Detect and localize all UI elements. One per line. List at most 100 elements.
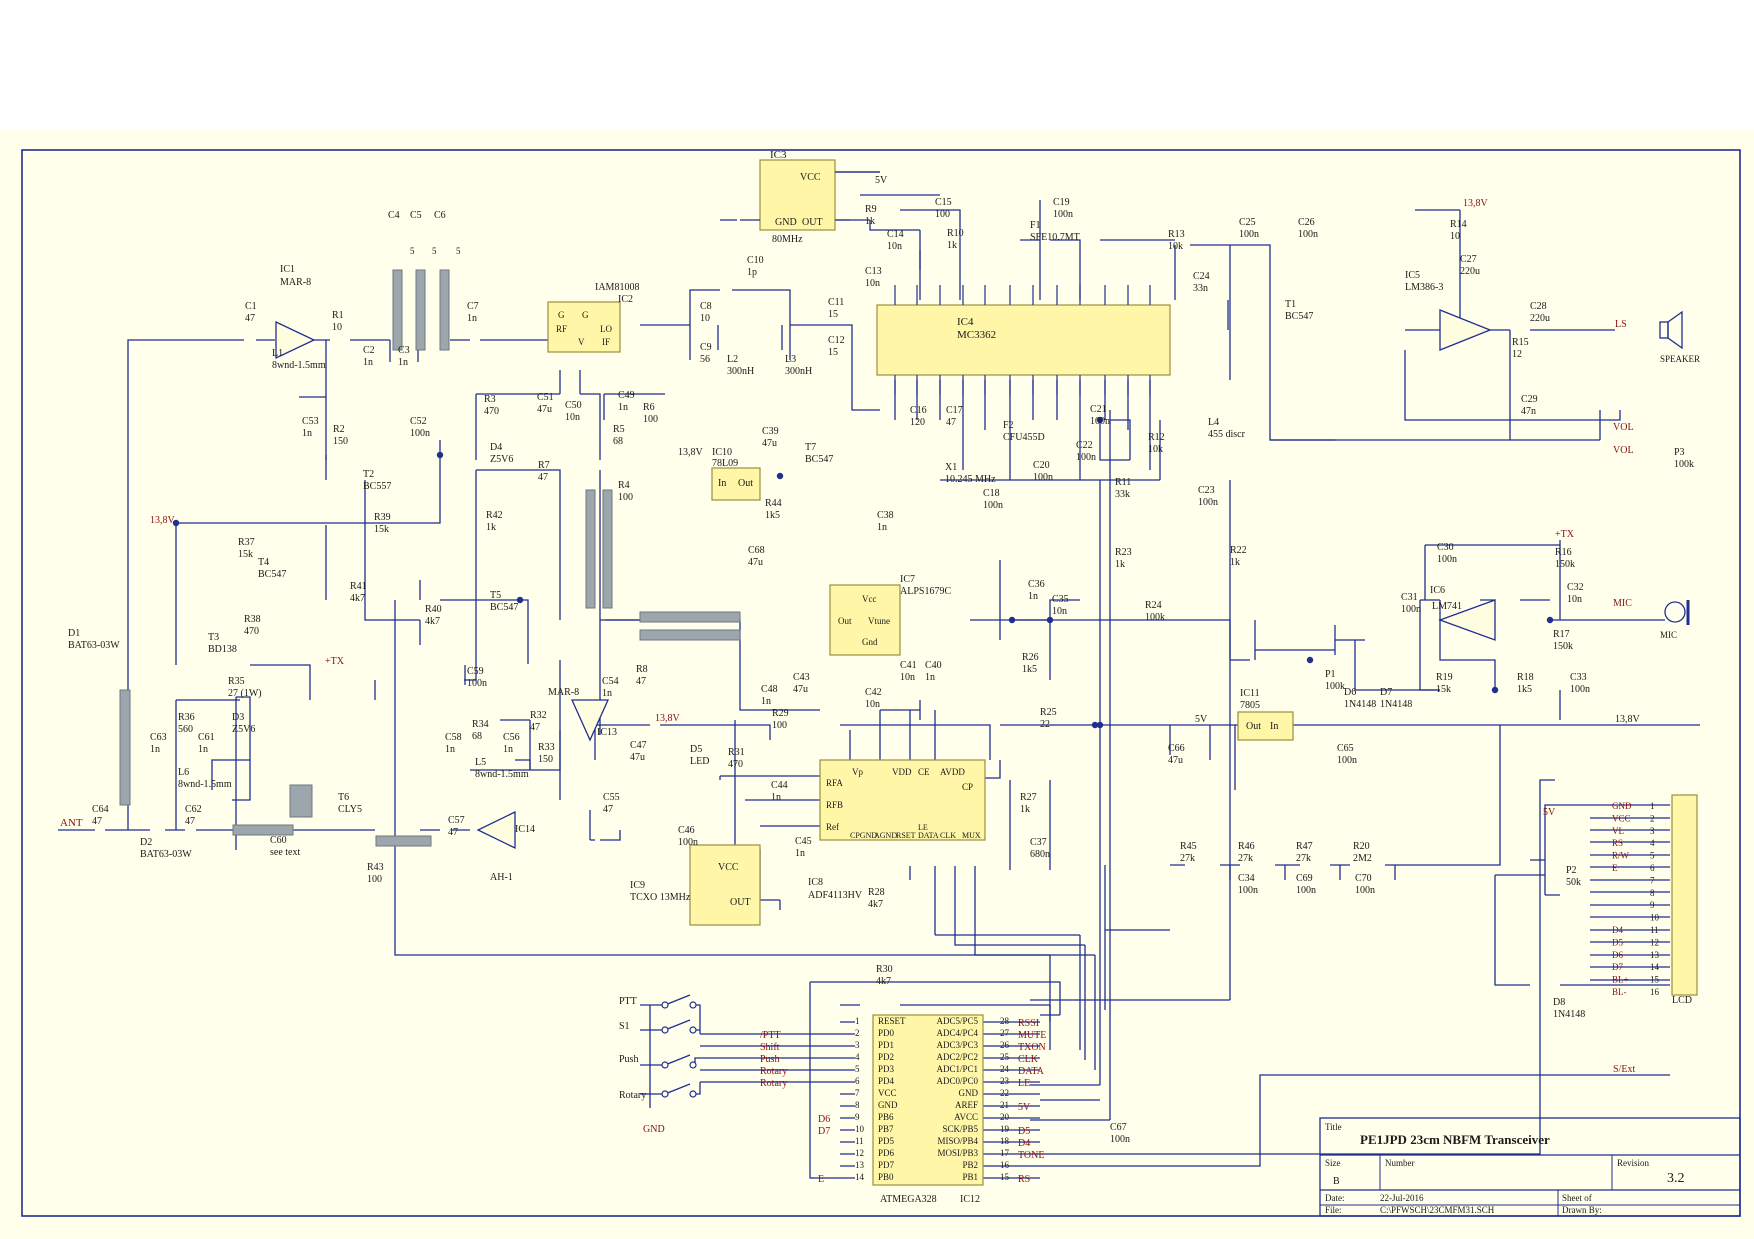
drawn-label: Drawn By: bbox=[1562, 1205, 1602, 1215]
speaker-label: SPEAKER bbox=[1660, 354, 1700, 364]
ref-f2: F2 bbox=[1003, 420, 1014, 431]
ic6-mic-amp: IC6 LM741 bbox=[1430, 585, 1496, 641]
ic7-pin-out: Out bbox=[838, 616, 852, 626]
ref-c4: C4 bbox=[388, 210, 400, 221]
lcd-signal-d6: D6 bbox=[1612, 950, 1623, 960]
ic13-part: MAR-8 bbox=[548, 687, 579, 698]
value-c48: 1n bbox=[761, 696, 771, 707]
value-r12: 10k bbox=[1148, 444, 1163, 455]
ref-r22: R22 bbox=[1230, 545, 1247, 556]
net-sext: S/Ext bbox=[1613, 1064, 1635, 1075]
value-r16: 150k bbox=[1555, 559, 1575, 570]
revision-label: Revision bbox=[1617, 1158, 1650, 1168]
ref-l4: L4 bbox=[1208, 417, 1219, 428]
ref-r29: R29 bbox=[772, 708, 789, 719]
mcu-pin-adc5-pc5: ADC5/PC5 bbox=[936, 1016, 978, 1026]
lcd-pin-number: 12 bbox=[1650, 937, 1659, 947]
ref-r5: R5 bbox=[613, 424, 625, 435]
value-c64: 47 bbox=[92, 816, 102, 827]
value-c34: 100n bbox=[1238, 885, 1258, 896]
ref-c14: C14 bbox=[887, 229, 904, 240]
ref-p2: P2 bbox=[1566, 865, 1577, 876]
value-c8: 10 bbox=[700, 313, 710, 324]
value-c61: 1n bbox=[198, 744, 208, 755]
mcu-net-labels: /PTT Shift Push Rotary Rotary D6 D7 E RS… bbox=[760, 1018, 1046, 1185]
ic8-pin-vdd: VDD bbox=[892, 767, 912, 777]
ref-c23: C23 bbox=[1198, 485, 1215, 496]
ic11-net-5v: 5V bbox=[1195, 714, 1208, 725]
value-c31: 100n bbox=[1401, 604, 1421, 615]
value-r1: 10 bbox=[332, 322, 342, 333]
ref-c6: C6 bbox=[434, 210, 446, 221]
value-t3: BD138 bbox=[208, 644, 237, 655]
value-r47: 27k bbox=[1296, 853, 1311, 864]
ref-r36: R36 bbox=[178, 712, 195, 723]
ref-r14: R14 bbox=[1450, 219, 1467, 230]
mcu-pin-number: 22 bbox=[1000, 1088, 1009, 1098]
ref-r45: R45 bbox=[1180, 841, 1197, 852]
mcu-pin-adc0-pc0: ADC0/PC0 bbox=[936, 1076, 978, 1086]
value-c32: 10n bbox=[1567, 594, 1582, 605]
ic7-pin-gnd: Gnd bbox=[862, 637, 878, 647]
value-t5: BC547 bbox=[490, 602, 518, 613]
value-r10: 1k bbox=[947, 240, 957, 251]
value-l6: 8wnd-1.5mm bbox=[178, 779, 232, 790]
striplines bbox=[119, 269, 741, 847]
ref-d1: D1 bbox=[68, 628, 80, 639]
mcu-pin-vcc: VCC bbox=[878, 1088, 897, 1098]
ref-l5: L5 bbox=[475, 757, 486, 768]
ref-c12: C12 bbox=[828, 335, 845, 346]
lcd-signal-e: E bbox=[1612, 863, 1618, 873]
value-l2: 300nH bbox=[727, 366, 754, 377]
ic10-part: 78L09 bbox=[712, 458, 738, 469]
ic6-part: LM741 bbox=[1432, 601, 1462, 612]
ic1-part: MAR-8 bbox=[280, 277, 311, 288]
value-d3: Z5V6 bbox=[232, 724, 255, 735]
switch-bank: PTT S1 Push Rotary GND bbox=[619, 994, 697, 1135]
mcu-pin-adc2-pc2: ADC2/PC2 bbox=[936, 1052, 978, 1062]
ic9-pin-out: OUT bbox=[730, 897, 751, 908]
ref-c21: C21 bbox=[1090, 404, 1107, 415]
ic3-ref: IC3 bbox=[770, 149, 787, 161]
ref-c24: C24 bbox=[1193, 271, 1210, 282]
ic13-amp: MAR-8 IC13 bbox=[548, 687, 617, 742]
mcu-pin-pd4: PD4 bbox=[878, 1076, 895, 1086]
ic1-amp: IC1 MAR-8 bbox=[275, 264, 316, 360]
ic12-mcu: RESET1PD02PD13PD24PD35PD46VCC7GND8PB69PB… bbox=[855, 1014, 1010, 1205]
value-t2: BC557 bbox=[363, 481, 391, 492]
value-c26: 100n bbox=[1298, 229, 1318, 240]
ic3-pin-vcc: VCC bbox=[800, 172, 821, 183]
ic9-part: TCXO 13MHz bbox=[630, 892, 691, 903]
mcu-pin-gnd: GND bbox=[959, 1088, 979, 1098]
value-c57: 47 bbox=[448, 827, 458, 838]
lcd-pin-number: 8 bbox=[1650, 888, 1655, 898]
ref-c59: C59 bbox=[467, 666, 484, 677]
mcu-pin-number: 8 bbox=[855, 1100, 860, 1110]
lcd-signal-bl: BL+ bbox=[1612, 975, 1629, 985]
value-r38: 470 bbox=[244, 626, 259, 637]
ic8-pin-rfb: RFB bbox=[826, 800, 843, 810]
lcd-pin-number: 3 bbox=[1650, 826, 1655, 836]
ref-r47: R47 bbox=[1296, 841, 1313, 852]
value-c63: 1n bbox=[150, 744, 160, 755]
ic10-net-138v: 13,8V bbox=[678, 447, 704, 458]
value-c28: 220u bbox=[1530, 313, 1550, 324]
ref-c57: C57 bbox=[448, 815, 465, 826]
ic12-ref: IC12 bbox=[960, 1194, 980, 1205]
value-r25: 22 bbox=[1040, 719, 1050, 730]
ref-r12: R12 bbox=[1148, 432, 1165, 443]
ref-c13: C13 bbox=[865, 266, 882, 277]
ref-r10: R10 bbox=[947, 228, 964, 239]
ref-c64: C64 bbox=[92, 804, 109, 815]
value-c7: 1n bbox=[467, 313, 477, 324]
ref-r11: R11 bbox=[1115, 477, 1131, 488]
ref-c22: C22 bbox=[1076, 440, 1093, 451]
ref-l2: L2 bbox=[727, 354, 738, 365]
value-c56: 1n bbox=[503, 744, 513, 755]
value-c44: 1n bbox=[771, 792, 781, 803]
ref-r34: R34 bbox=[472, 719, 489, 730]
ref-c48: C48 bbox=[761, 684, 778, 695]
value-c59: 100n bbox=[467, 678, 487, 689]
title-label: Title bbox=[1325, 1122, 1342, 1132]
ref-l1: L1 bbox=[272, 348, 283, 359]
